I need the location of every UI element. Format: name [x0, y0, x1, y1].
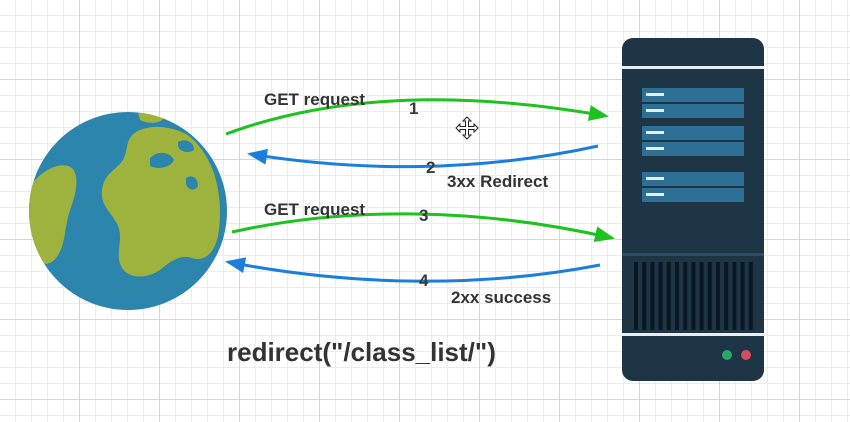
server-vent-slat	[691, 262, 696, 330]
server-bottom-divider	[622, 333, 764, 336]
server-status-led-red	[741, 350, 751, 360]
server-vent-slat	[699, 262, 704, 330]
step-4-number: 4	[419, 271, 429, 290]
arrow-step-4-success	[225, 257, 601, 283]
server-vent-slat	[707, 262, 712, 330]
server-drive-bays	[642, 88, 744, 202]
server-vent-slat	[732, 262, 737, 330]
arrow-step-2-redirect	[247, 144, 599, 169]
step-1-label: GET request	[264, 90, 366, 109]
move-cursor-icon	[455, 116, 479, 140]
server-status-led-green	[722, 350, 732, 360]
server-vent-slat	[650, 262, 655, 330]
server-vent-grille	[634, 262, 753, 330]
server-body	[622, 38, 764, 381]
server-top-divider	[622, 66, 764, 69]
server-vent-slat	[740, 262, 745, 330]
server-vent-slat	[748, 262, 753, 330]
server-icon	[622, 38, 764, 381]
arrow-step-3-request	[231, 212, 615, 243]
server-vent-slat	[716, 262, 720, 330]
step-3-label: GET request	[264, 200, 366, 219]
server-vent-slat	[724, 262, 729, 330]
globe-icon	[29, 112, 227, 310]
server-vent-slat	[634, 262, 638, 330]
redirect-caption: redirect("/class_list/")	[227, 337, 496, 367]
step-2-label: 3xx Redirect	[447, 172, 549, 191]
arrow-step-1-request	[225, 98, 609, 136]
server-vent-slat	[642, 262, 647, 330]
server-vent-slat	[666, 262, 671, 330]
server-vent-slat	[658, 262, 663, 330]
server-mid-divider	[622, 253, 764, 256]
step-4-label: 2xx success	[451, 288, 552, 307]
step-1-number: 1	[409, 99, 419, 118]
server-vent-slat	[683, 262, 688, 330]
globe-bays	[150, 140, 198, 190]
server-vent-slat	[675, 262, 679, 330]
step-3-number: 3	[419, 206, 429, 225]
step-2-number: 2	[426, 158, 436, 177]
